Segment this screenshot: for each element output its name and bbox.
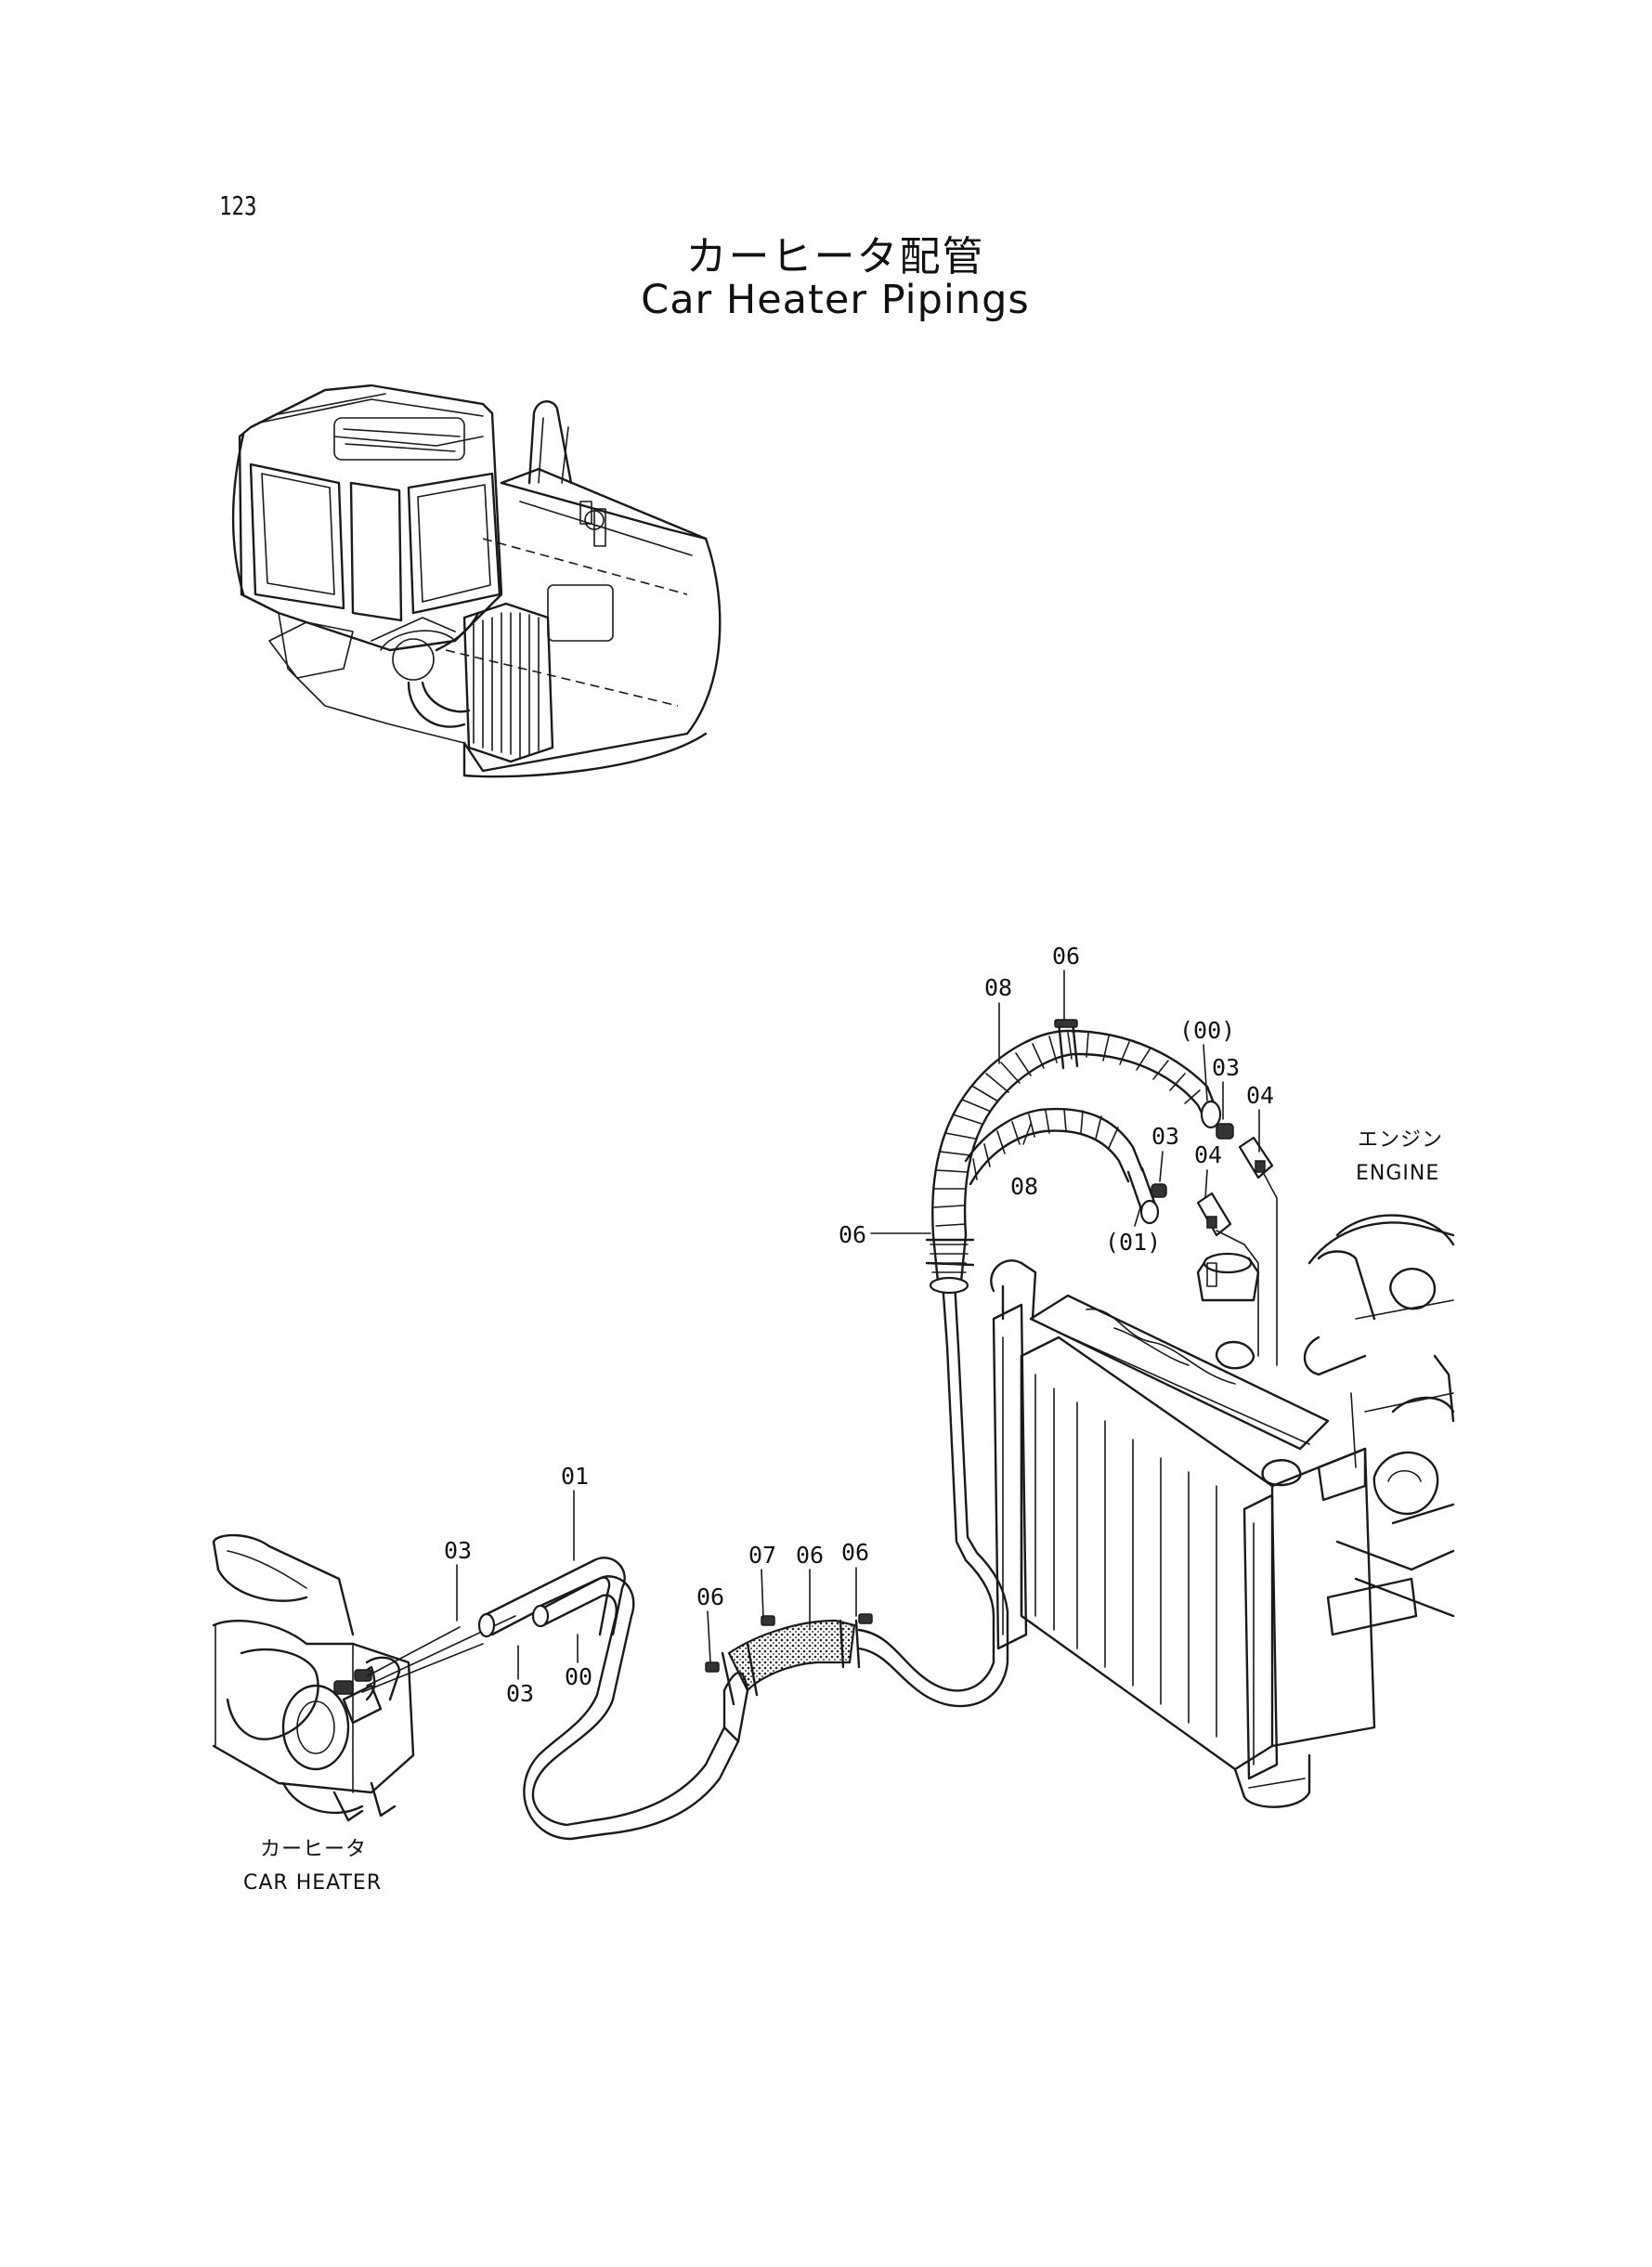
car-heater-illustration (212, 1533, 415, 1822)
component-labels: エンジン ENGINE カーヒータ CAR HEATER (243, 1128, 1443, 1895)
callout-00-paren: (00) (1179, 1017, 1235, 1044)
callout-04-middle: 04 (1194, 1141, 1222, 1168)
callout-07: 07 (748, 1542, 776, 1569)
callout-leader-lines (456, 970, 1260, 1680)
excavator-overview-illustration (231, 384, 722, 778)
engine-illustration (1303, 1214, 1455, 1618)
callout-01-paren: (01) (1105, 1229, 1161, 1256)
engine-label-jp: エンジン (1358, 1128, 1443, 1152)
callout-03-left: 03 (444, 1537, 472, 1564)
page-title-japanese: カーヒータ配管 (685, 233, 985, 280)
callout-08-middle: 08 (1010, 1173, 1038, 1200)
car-heater-label-jp: カーヒータ (260, 1838, 367, 1861)
callout-01: 01 (561, 1463, 589, 1490)
page-number: 123 (219, 190, 257, 221)
callout-06-top: 06 (1052, 943, 1080, 970)
callout-03-upper: 03 (1212, 1054, 1240, 1081)
callout-00: 00 (565, 1663, 592, 1690)
callout-06-a: 06 (696, 1583, 724, 1610)
engine-label-en: ENGINE (1356, 1162, 1439, 1185)
callout-03-lower: 03 (506, 1680, 534, 1707)
callout-03-middle: 03 (1151, 1123, 1179, 1150)
callout-06-left: 06 (839, 1221, 866, 1248)
heater-pipes (361, 1019, 1278, 1841)
callout-numbers: 06 08 (00) 03 04 03 04 08 (01) 06 01 03 … (444, 943, 1274, 1707)
callout-04-upper: 04 (1246, 1082, 1274, 1109)
car-heater-label-en: CAR HEATER (243, 1871, 382, 1895)
callout-06-b: 06 (796, 1542, 824, 1569)
callout-06-c: 06 (841, 1539, 869, 1566)
page-title-english: Car Heater Pipings (641, 277, 1030, 323)
callout-08-top: 08 (984, 974, 1012, 1001)
radiator-illustration (990, 1252, 1418, 1808)
